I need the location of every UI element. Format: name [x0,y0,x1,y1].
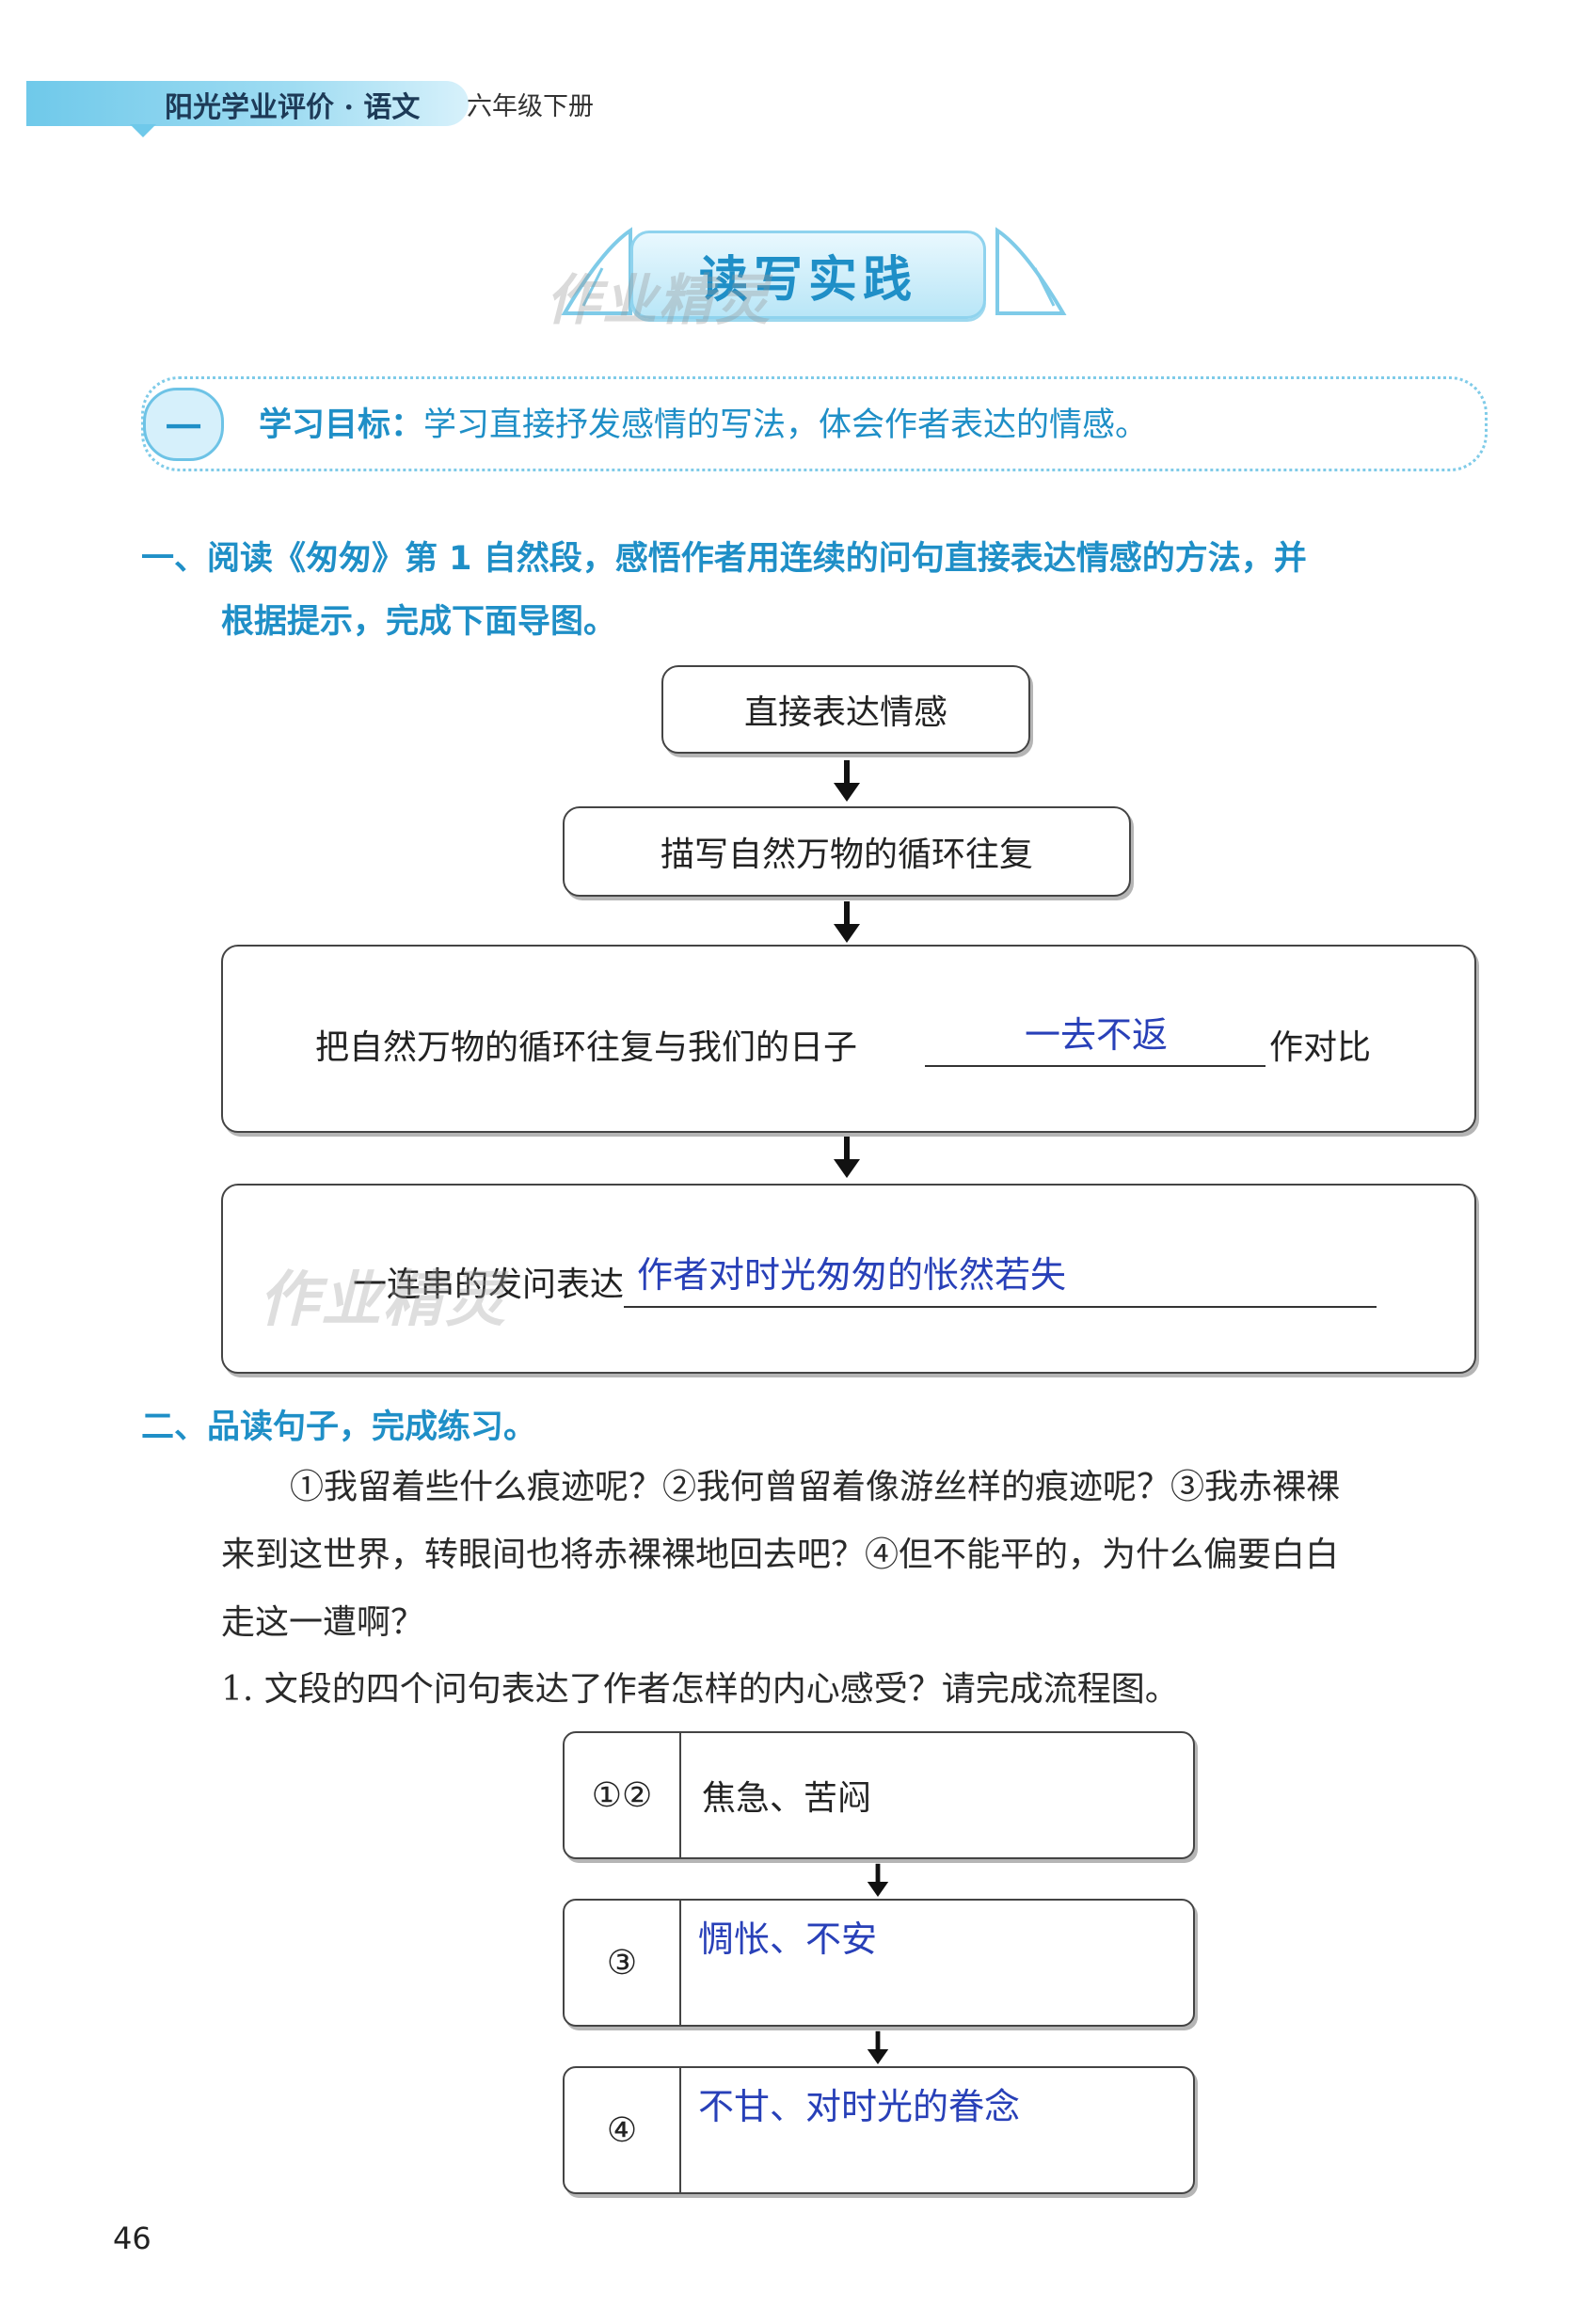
goal-content: 学习直接抒发感情的写法，体会作者表达的情感。 [423,406,1149,444]
feeling-row-1: ①② 焦急、苦闷 [563,1731,1195,1859]
row-label: ④ [565,2068,681,2192]
page-number: 46 [113,2221,151,2256]
banner-book-icon [561,227,1067,315]
box3-prefix: 把自然万物的循环往复与我们的日子 [315,1028,858,1067]
row-label: ③ [565,1901,681,2025]
goal-number-badge: 一 [143,388,224,461]
goal-text: 学习目标：学习直接抒发感情的写法，体会作者表达的情感。 [259,398,1148,446]
arrow-down-icon [867,1863,889,1900]
ribbon-tip [130,124,156,137]
row-label: ①② [565,1733,681,1857]
flow-box-3: 把自然万物的循环往复与我们的日子 一去不返 作对比 [221,945,1476,1133]
question1-heading-line1: 一、阅读《匆匆》第 1 自然段，感悟作者用连续的问句直接表达情感的方法，并 [141,540,1307,578]
row-answer: 惆怅、不安 [698,1918,878,1960]
passage-line2: 来到这世界，转眼间也将赤裸裸地回去吧？④但不能平的，为什么偏要白白 [221,1536,1340,1574]
answer-blank [925,1027,1266,1067]
question1-heading-line2: 根据提示，完成下面导图。 [221,603,617,641]
arrow-down-icon [834,1137,860,1182]
row-value: 焦急、苦闷 [702,1779,872,1818]
question2-heading: 二、品读句子，完成练习。 [141,1409,537,1446]
sub-question-1: 1. 文段的四个问句表达了作者怎样的内心感受？请完成流程图。 [221,1670,1179,1709]
goal-label: 学习目标： [259,406,424,444]
goal-box [141,376,1488,471]
box3-suffix: 作对比 [1269,1028,1372,1067]
feeling-row-3: ④ 不甘、对时光的眷念 [563,2066,1195,2194]
flow-box-2: 描写自然万物的循环往复 [563,806,1131,897]
grade-label: 六年级下册 [467,92,594,121]
header-ribbon [26,81,469,126]
box4-prefix: 一连串的发问表达 [353,1265,625,1304]
passage-line1: ①我留着些什么痕迹呢？②我何曾留着像游丝样的痕迹呢？③我赤裸裸 [290,1468,1341,1506]
row-answer: 不甘、对时光的眷念 [698,2086,1021,2127]
arrow-down-icon [834,760,860,805]
feeling-row-2: ③ 惆怅、不安 [563,1899,1195,2027]
flow-box-4: 一连串的发问表达 作者对时光匆匆的怅然若失 [221,1184,1476,1374]
passage-line3: 走这一遭啊？ [221,1603,425,1642]
arrow-down-icon [867,2030,889,2067]
flow-box-1: 直接表达情感 [661,665,1030,754]
section-banner: 读写实践 [630,231,986,319]
watermark: 作业精灵 [259,1265,507,1335]
answer-blank [624,1265,1377,1308]
box4-answer: 作者对时光匆匆的怅然若失 [637,1254,1067,1296]
box3-answer: 一去不返 [1025,1014,1169,1056]
banner-title: 读写实践 [698,251,917,309]
watermark: 作业精灵 [546,268,772,332]
book-title: 阳光学业评价 · 语文 [165,91,421,124]
arrow-down-icon [834,901,860,947]
